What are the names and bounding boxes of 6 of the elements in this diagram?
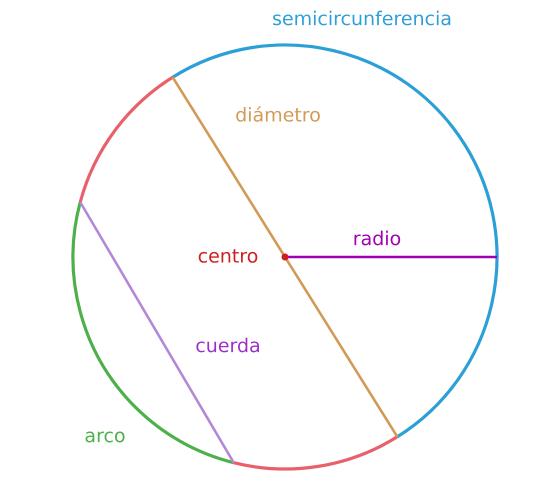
part-label: semicircunferencia (273, 10, 450, 26)
part-label: arco (86, 432, 125, 442)
part-label: cuerda (196, 338, 259, 352)
part-label: diámetro (236, 106, 320, 122)
part-label: radio (354, 230, 400, 246)
part-label: centro (198, 249, 258, 263)
